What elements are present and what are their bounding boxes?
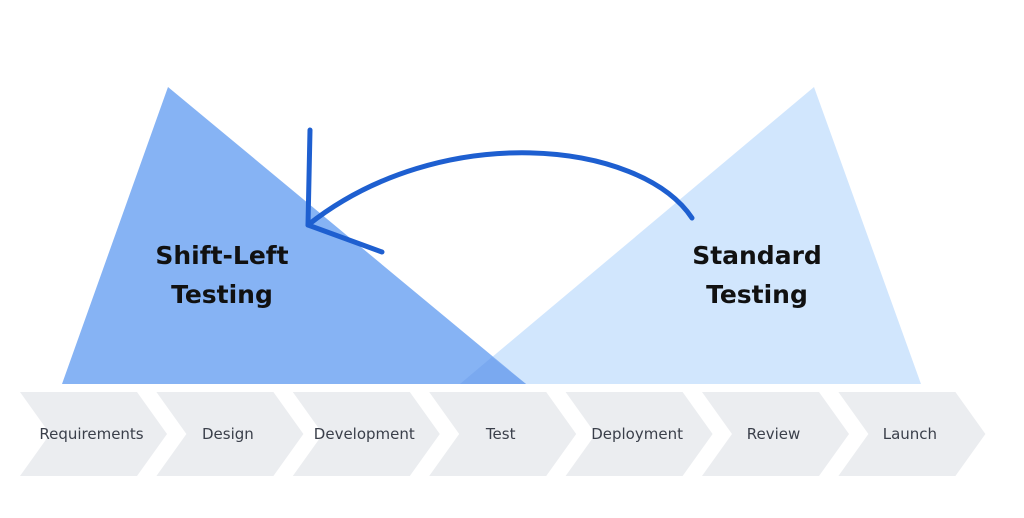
stage-label-deployment: Deployment <box>591 425 683 443</box>
arrow-head-lower <box>305 222 385 255</box>
arrow-head-upper <box>305 127 313 228</box>
stage-label-design: Design <box>202 425 254 443</box>
stage-label-launch: Launch <box>883 425 937 443</box>
stage-label-review: Review <box>747 425 801 443</box>
stage-chevron-test <box>429 392 577 476</box>
shift-left-label-line2: Testing <box>171 280 273 309</box>
standard-testing-label-line1: Standard <box>692 241 822 270</box>
stage-label-requirements: Requirements <box>39 425 143 443</box>
standard-testing-label: Standard Testing <box>657 236 857 314</box>
standard-testing-triangle <box>460 87 921 384</box>
arrow-curve <box>305 150 695 228</box>
stage-chevron-design <box>156 392 304 476</box>
shift-left-triangle <box>62 87 526 384</box>
shift-left-arrow <box>305 127 695 255</box>
stage-label-development: Development <box>314 425 415 443</box>
stage-chevron-development <box>292 392 440 476</box>
stage-chevron-requirements <box>20 392 167 476</box>
shift-left-label: Shift-Left Testing <box>122 236 322 314</box>
stage-chevron-deployment <box>565 392 713 476</box>
stage-label-test: Test <box>485 425 516 443</box>
stage-chevron-review <box>702 392 849 476</box>
process-stages: Requirements Design Development Test Deploym… <box>20 392 986 476</box>
triangle-overlap <box>460 357 526 384</box>
standard-testing-label-line2: Testing <box>706 280 808 309</box>
shift-left-label-line1: Shift-Left <box>155 241 289 270</box>
stage-chevron-launch <box>838 392 986 476</box>
